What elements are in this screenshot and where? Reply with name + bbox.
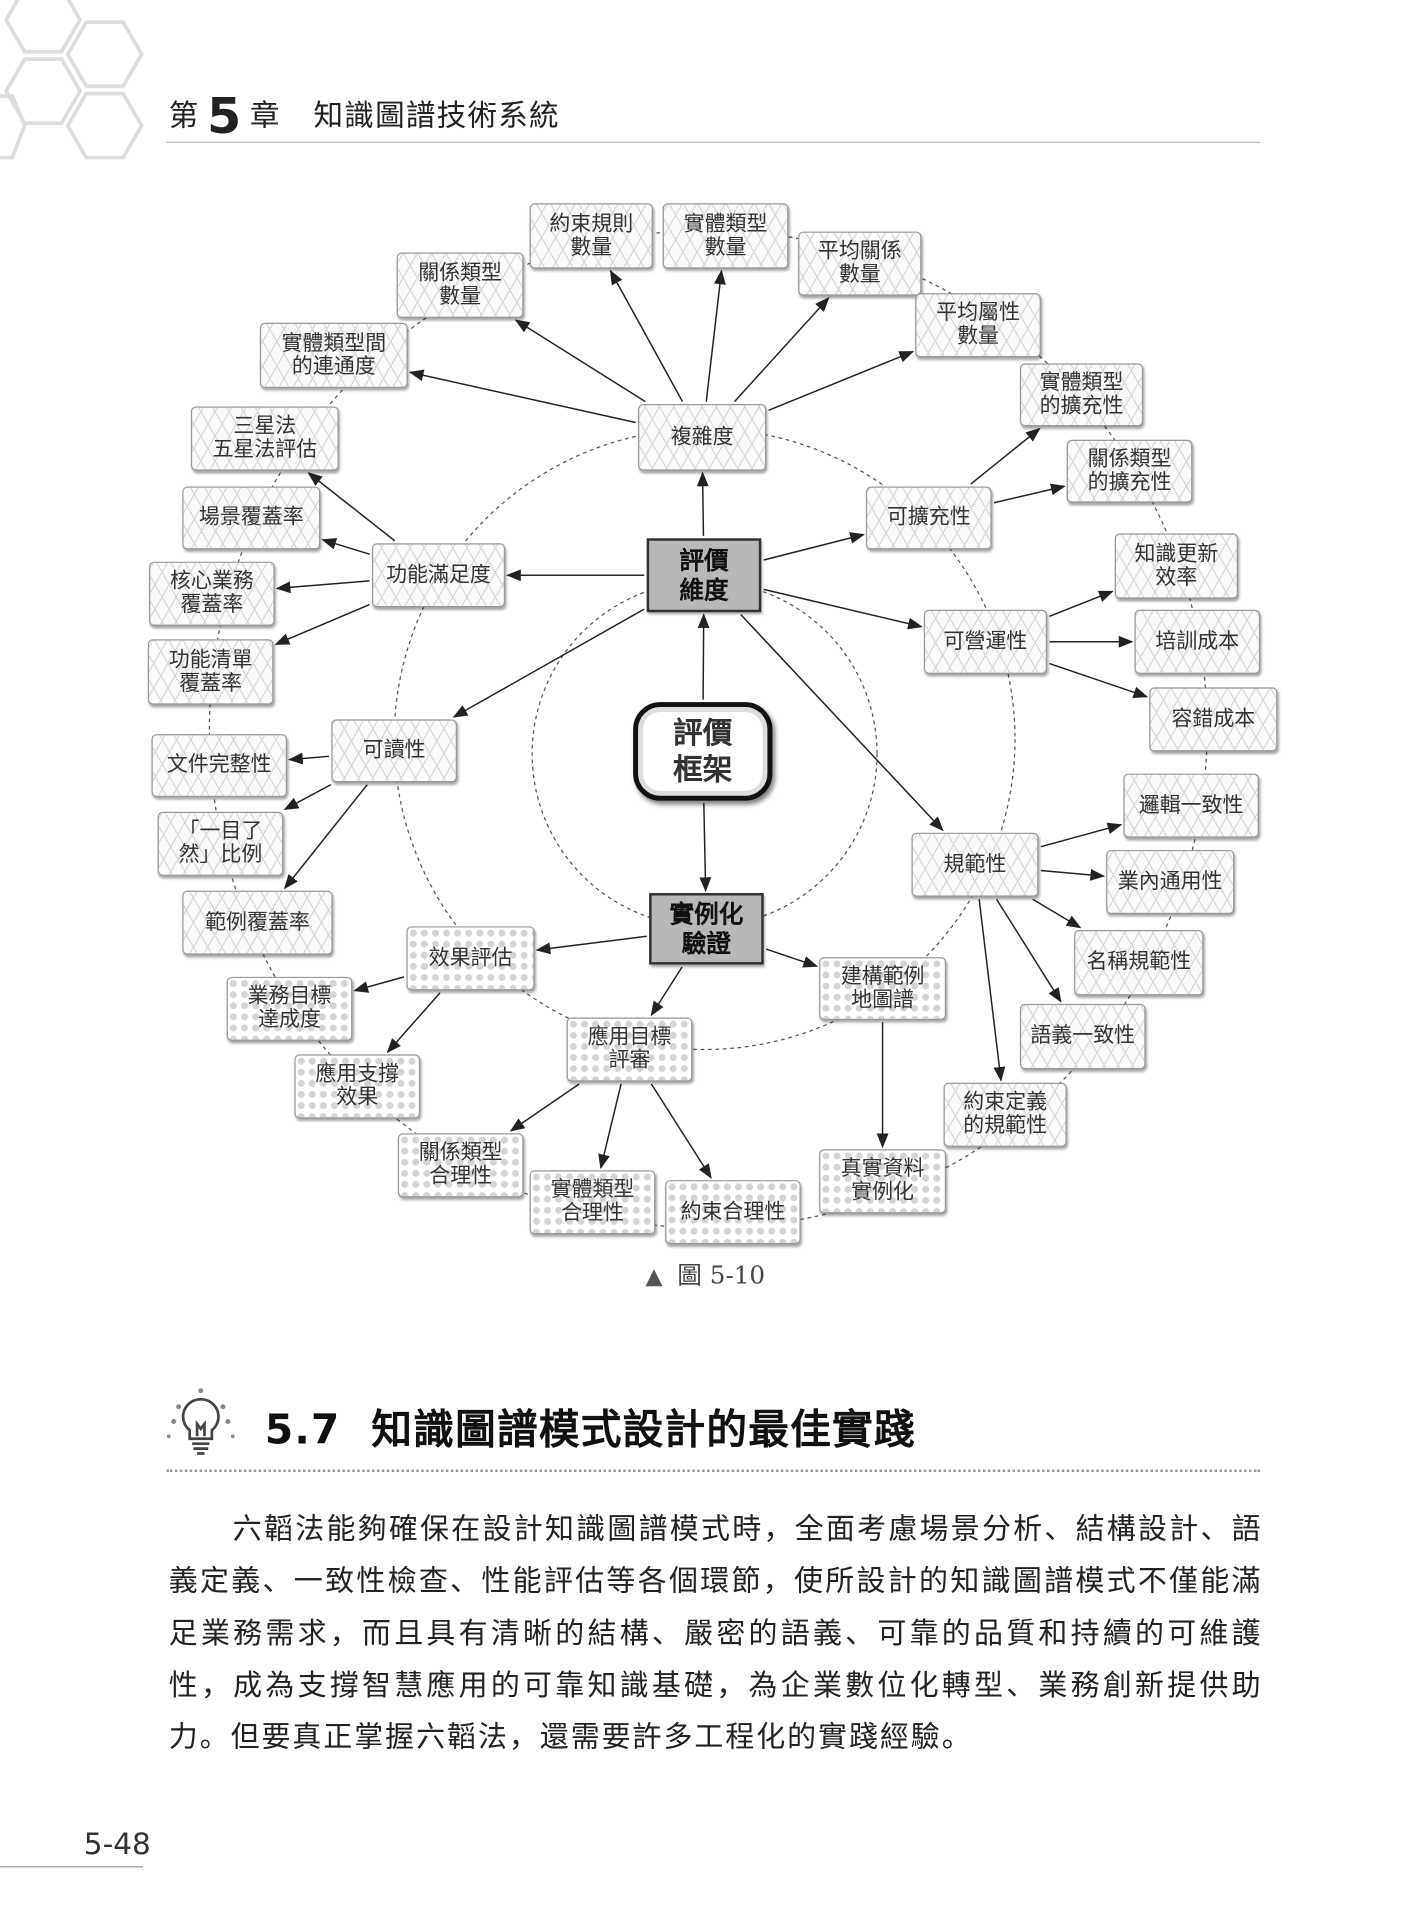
node-dim: 評價 維度: [646, 538, 762, 613]
edge-complex-c3: [734, 297, 830, 403]
lightbulb-icon: [166, 1388, 235, 1455]
edge-v2-v8: [650, 1083, 712, 1179]
node-f4: 功能清單 覆蓋率: [147, 639, 274, 705]
section-title: 5.7 知識圖譜模式設計的最佳實踐: [265, 1397, 916, 1456]
node-n3: 名稱規範性: [1074, 930, 1204, 996]
edge-func-f1: [307, 472, 396, 542]
chapter-number: 5: [206, 88, 243, 146]
edge-dim-norm: [740, 614, 944, 832]
section-number: 5.7: [264, 1405, 341, 1454]
edge-complex-c5: [768, 351, 915, 411]
edge-read-r1: [288, 752, 329, 765]
edge-inst-v2: [650, 966, 683, 1017]
node-n4: 語義一致性: [1019, 1003, 1146, 1070]
node-e2: 關係類型 的擴充性: [1066, 439, 1193, 503]
dashed-ring-1: [393, 428, 1016, 1051]
node-r3: 範例覆蓋率: [182, 890, 333, 955]
edge-v1-v5: [386, 992, 441, 1054]
node-c6: 實體類型間 的連通度: [259, 322, 408, 389]
node-v2: 應用目標 評審: [566, 1017, 693, 1082]
edge-v1-v4: [353, 976, 405, 993]
node-o1: 知識更新 效率: [1114, 533, 1238, 599]
body-paragraph: 六韜法能夠確保在設計知識圖譜模式時，全面考慮場景分析、結構設計、語義定義、一致性…: [168, 1511, 1263, 1755]
node-v3: 建構範例 地圖譜: [819, 957, 947, 1020]
edge-func-f2: [321, 538, 370, 555]
chapter-prefix: 第: [168, 98, 200, 134]
caption-text: 圖 5-10: [677, 1260, 766, 1290]
edge-dim-ops: [763, 588, 923, 630]
edge-ops-o1: [1049, 590, 1114, 618]
hexagon-decoration: [0, 0, 144, 160]
edge-complex-c1: [609, 269, 684, 402]
node-v8: 約束合理性: [665, 1180, 801, 1245]
edge-read-r2: [283, 784, 332, 810]
dashed-ring-0: [531, 580, 878, 927]
edge-ext-e2: [993, 483, 1066, 504]
node-v9: 真實資料 實例化: [819, 1149, 947, 1214]
node-c2: 實體類型 數量: [662, 203, 789, 269]
node-read: 可讀性: [331, 719, 457, 783]
node-complex: 複雜度: [638, 404, 767, 471]
page-number: 5-48: [83, 1826, 151, 1862]
node-n5: 約束定義 的規範性: [943, 1082, 1067, 1147]
node-v6: 關係類型 合理性: [397, 1133, 524, 1198]
edge-core-inst: [699, 803, 712, 893]
edge-norm-n4: [995, 898, 1062, 1003]
edge-dim-read: [452, 608, 645, 718]
chapter-title: 知識圖譜技術系統: [313, 98, 560, 134]
section-divider: [166, 1469, 1261, 1473]
node-ops: 可營運性: [923, 609, 1048, 674]
edge-norm-n2: [1040, 869, 1106, 881]
node-ext: 可擴充性: [865, 486, 992, 550]
edge-complex-c6: [408, 369, 636, 424]
node-n2: 業內通用性: [1106, 849, 1235, 914]
node-r1: 文件完整性: [151, 734, 288, 797]
edge-complex-c2: [705, 269, 726, 402]
triangle-icon: ▲: [645, 1263, 663, 1290]
edge-complex-c4: [514, 319, 646, 403]
node-f2: 場景覆蓋率: [182, 486, 321, 550]
edge-func-f3: [275, 580, 370, 594]
edge-dim-complex: [696, 471, 709, 536]
header-divider: [166, 141, 1261, 143]
page-number-rule: [0, 1866, 143, 1868]
edge-inst-v3: [765, 948, 819, 968]
node-v1: 效果評估: [406, 926, 535, 991]
node-c3: 平均關係 數量: [798, 231, 922, 296]
node-v4: 業務目標 達成度: [226, 976, 353, 1041]
node-f1: 三星法 五星法評估: [190, 406, 339, 471]
node-c1: 約束規則 數量: [529, 203, 653, 269]
edge-v2-v7: [598, 1083, 622, 1170]
node-c5: 平均屬性 數量: [915, 293, 1041, 358]
node-v5: 應用支撐 效果: [294, 1054, 421, 1119]
edge-dim-ext: [763, 532, 865, 561]
node-v7: 實體類型 合理性: [529, 1170, 656, 1235]
node-r2: 「一目了 然」比例: [157, 811, 284, 876]
edge-func-f4: [274, 603, 370, 645]
node-n1: 邏輯一致性: [1123, 773, 1259, 838]
node-norm: 規範性: [911, 832, 1039, 897]
edge-norm-n1: [1040, 822, 1123, 848]
node-e1: 實體類型 的擴充性: [1019, 363, 1144, 427]
edge-core-dim: [697, 613, 710, 700]
figure-caption: ▲ 圖 5-10: [645, 1255, 765, 1291]
edge-ext-e1: [970, 427, 1041, 485]
node-core: 評價 框架: [633, 702, 773, 801]
node-f3: 核心業務 覆蓋率: [149, 561, 275, 626]
edge-ops-o3: [1049, 662, 1149, 699]
node-c4: 關係類型 數量: [396, 252, 524, 318]
node-o2: 培訓成本: [1134, 609, 1261, 674]
edge-inst-v1: [535, 935, 647, 955]
node-o3: 容錯成本: [1149, 687, 1278, 752]
edge-v2-v6: [509, 1083, 580, 1132]
section-title-text: 知識圖譜模式設計的最佳實踐: [371, 1405, 916, 1454]
edge-read-r3: [283, 784, 368, 890]
edge-norm-n5: [978, 899, 1006, 1082]
edge-norm-n3: [1032, 898, 1082, 929]
chapter-suffix: 章: [249, 98, 281, 134]
node-inst: 實例化 驗證: [649, 893, 764, 965]
node-func: 功能滿足度: [372, 543, 506, 608]
